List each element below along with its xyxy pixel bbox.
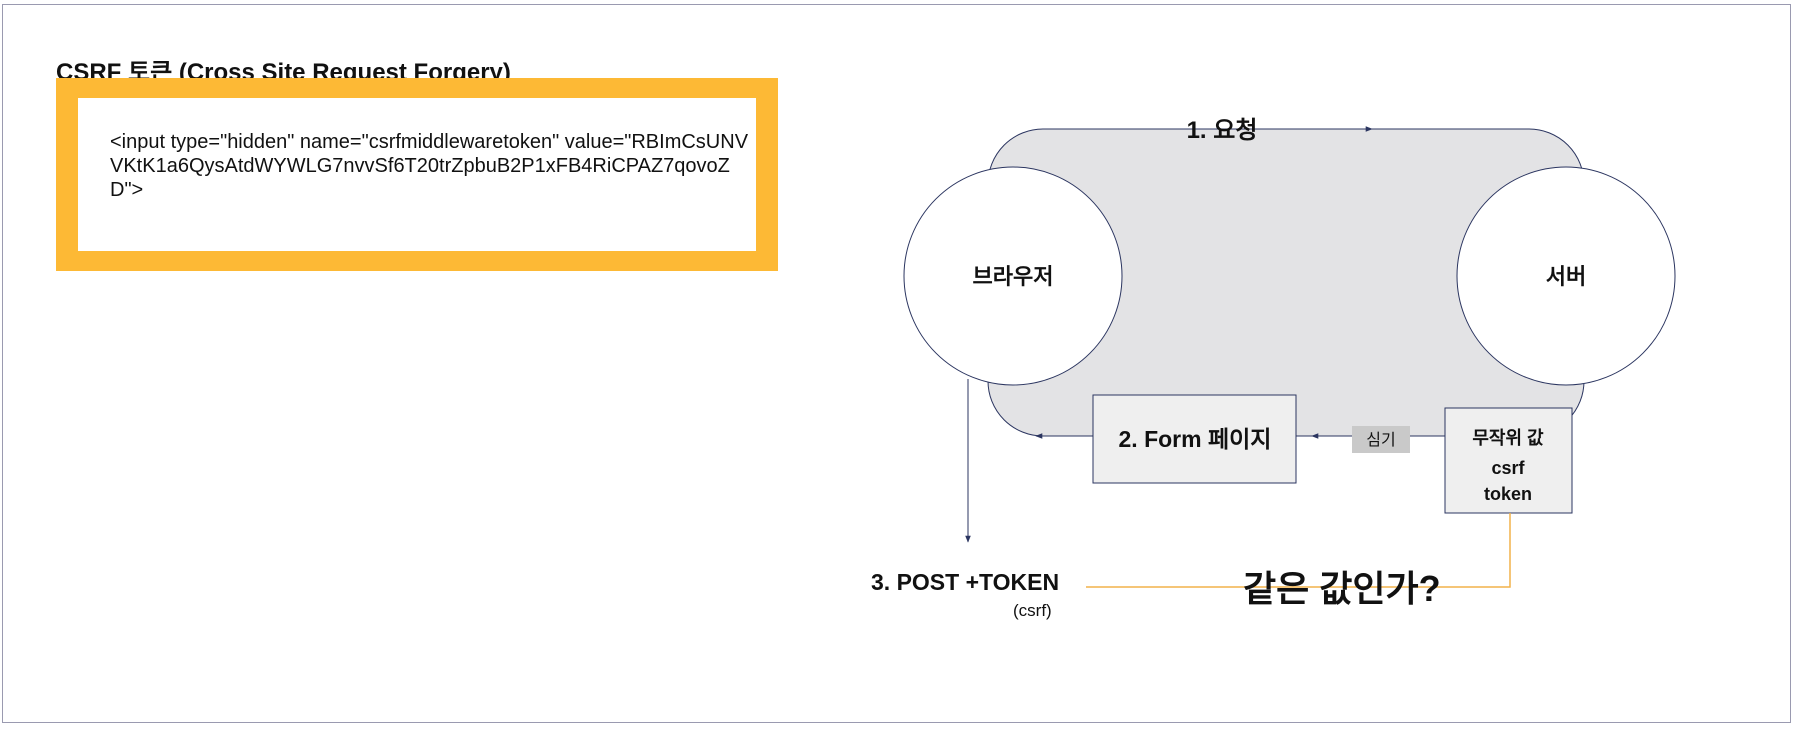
code-panel: <input type="hidden" name="csrfmiddlewar…	[78, 98, 756, 251]
server-label: 서버	[1546, 264, 1586, 289]
compare-label: 같은 값인가?	[1243, 568, 1441, 609]
post-label: 3. POST +TOKEN	[871, 569, 1059, 595]
browser-label: 브라우저	[973, 264, 1054, 289]
form-page-label: 2. Form 페이지	[1119, 426, 1272, 452]
code-highlight-box: <input type="hidden" name="csrfmiddlewar…	[56, 78, 778, 271]
token-line-1: 무작위 값	[1472, 428, 1544, 448]
post-sublabel: (csrf)	[1013, 601, 1052, 620]
browser-node	[903, 166, 1123, 386]
embed-badge	[1352, 426, 1410, 453]
csrf-token-box	[1444, 407, 1573, 514]
server-node	[1456, 166, 1676, 386]
form-page-box	[1092, 394, 1297, 484]
csrf-input-snippet: <input type="hidden" name="csrfmiddlewar…	[110, 131, 749, 201]
token-line-3: token	[1484, 484, 1532, 504]
compare-line	[1086, 513, 1511, 588]
token-line-2: csrf	[1491, 458, 1525, 478]
request-label: 1. 요청	[1187, 117, 1258, 144]
embed-label: 심기	[1366, 431, 1395, 449]
